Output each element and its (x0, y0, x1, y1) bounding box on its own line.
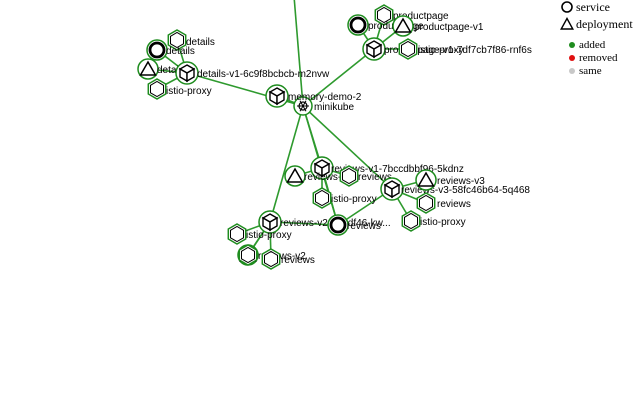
hexagon-icon (170, 31, 184, 49)
node-label: reviews (358, 172, 392, 183)
cube-icon (365, 40, 383, 59)
triangle-icon (560, 17, 574, 30)
node-label: istio-proxy (331, 194, 377, 205)
node-pp-dep[interactable]: productpage-v1 (392, 15, 484, 37)
status-dot-icon (569, 55, 575, 61)
legend-label: added (579, 39, 606, 51)
node-label: istio-proxy (418, 45, 464, 56)
node-label: istio-proxy (246, 230, 292, 241)
node-label: productpage (393, 11, 449, 22)
node-label: minikube (314, 102, 354, 113)
node-details-hex[interactable]: details (167, 29, 215, 51)
node-rv2-proxy[interactable]: istio-proxy (227, 223, 292, 245)
node-details-dep[interactable]: details (137, 58, 186, 80)
cube-icon (261, 213, 279, 232)
node-label: details-v1-6c9f8bcbcb-m2nvw (197, 69, 330, 80)
circle-icon (329, 216, 347, 234)
node-label: reviews (281, 255, 315, 266)
node-label: reviews-v3 (437, 176, 485, 187)
triangle-icon (286, 167, 304, 183)
node-label: istio-proxy (166, 86, 212, 97)
legend-label: deployment (576, 17, 633, 31)
node-rv3-dep[interactable]: reviews-v3 (415, 169, 485, 191)
node-rv3-hex[interactable]: reviews (416, 192, 471, 214)
edge-line (293, 0, 304, 107)
node-label: reviews-v1-7bccdbbf96-5kdnz (331, 164, 464, 175)
cube-icon (178, 64, 196, 83)
hexagon-icon (150, 80, 164, 98)
node-rv-svc[interactable]: reviews (327, 214, 381, 236)
node-details-pod[interactable]: details-v1-6c9f8bcbcb-m2nvw (175, 61, 330, 85)
node-label: reviews (347, 221, 381, 232)
hexagon-icon (404, 212, 418, 230)
node-ns[interactable]: memory-demo-2 (265, 84, 362, 108)
node-minikube[interactable]: minikube (293, 96, 354, 116)
hexagon-icon (241, 246, 255, 264)
edge-line (302, 48, 375, 107)
legend-label: removed (579, 52, 618, 64)
triangle-icon (139, 60, 157, 76)
node-label: details (186, 37, 215, 48)
node-label: productpage-v1-7df7cb7f86-rnf6s (384, 45, 532, 56)
node-pp-proxy[interactable]: istio-proxy (398, 38, 464, 60)
node-label: reviews-v1 (304, 172, 352, 183)
node-label: details (166, 46, 195, 57)
hexagon-icon (342, 167, 356, 185)
triangle-icon (394, 17, 412, 33)
triangle-icon (417, 171, 435, 187)
node-rv1-pod[interactable]: reviews-v1-7bccdbbf96-5kdnz (310, 156, 464, 180)
circle-icon (349, 16, 367, 34)
legend-label: service (576, 0, 610, 14)
node-rv3-pod[interactable]: reviews-v3-58fc46b64-5q468 (380, 177, 530, 201)
node-layer: minikubememory-demo-2detailsdetailsdetai… (137, 4, 532, 270)
hexagon-icon (230, 225, 244, 243)
node-details-proxy[interactable]: istio-proxy (147, 78, 212, 100)
status-dot-icon (569, 42, 575, 48)
node-rv1-dep[interactable]: reviews-v1 (284, 165, 352, 187)
node-label: reviews-v3-58fc46b64-5q468 (401, 185, 530, 196)
hexagon-icon (401, 40, 415, 58)
status-dot-icon (569, 68, 575, 74)
circle-icon (561, 1, 573, 13)
hexagon-icon (377, 6, 391, 24)
helm-wheel-icon (297, 100, 309, 112)
cube-icon (383, 180, 401, 199)
node-pp-hex[interactable]: productpage (374, 4, 449, 26)
hexagon-icon (419, 194, 433, 212)
node-label: istio-proxy (420, 217, 466, 228)
node-rv1-proxy[interactable]: istio-proxy (312, 187, 377, 209)
cube-icon (268, 87, 286, 106)
hexagon-icon (264, 250, 278, 268)
edge-line (302, 105, 393, 190)
circle-icon (148, 41, 166, 59)
node-label: reviews-v2 (258, 251, 306, 262)
legend-label: same (579, 65, 602, 77)
cube-icon (313, 159, 331, 178)
hexagon-icon (315, 189, 329, 207)
node-rv1-hex[interactable]: reviews (339, 165, 392, 187)
node-label: reviews (437, 199, 471, 210)
node-rv3-proxy[interactable]: istio-proxy (401, 210, 466, 232)
node-label: memory-demo-2 (288, 92, 362, 103)
node-label: productpage-v1 (414, 22, 484, 33)
node-details-svc[interactable]: details (146, 39, 195, 61)
node-pp-pod[interactable]: productpage-v1-7df7cb7f86-rnf6s (362, 37, 532, 61)
node-rv2-hex[interactable]: reviews (261, 248, 315, 270)
node-rv2-hex2[interactable] (238, 244, 258, 266)
edge-line (269, 105, 304, 223)
node-label: details (157, 65, 186, 76)
